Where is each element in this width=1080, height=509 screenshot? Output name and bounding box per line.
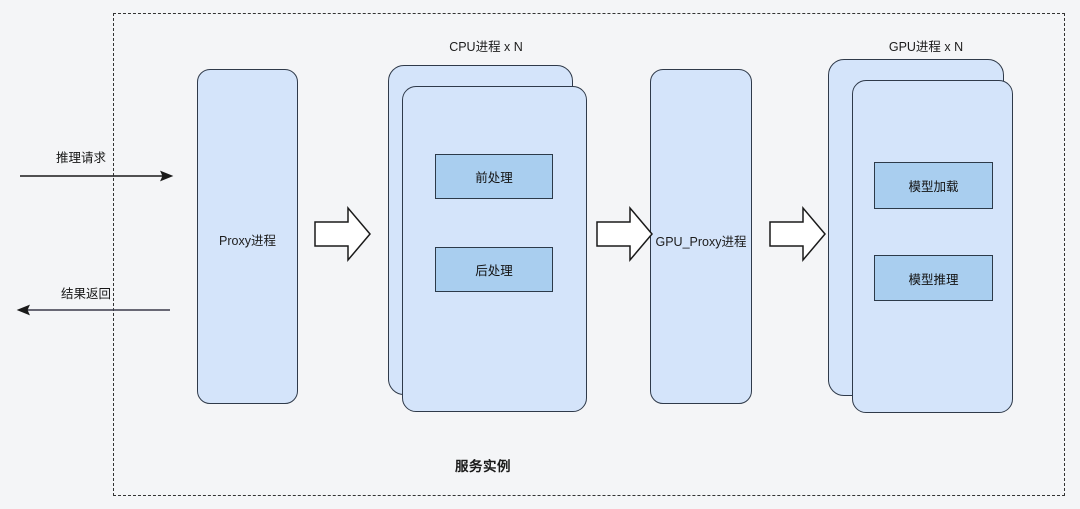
cpu-postprocess-box[interactable]: 后处理 xyxy=(435,247,553,292)
gpu-group-caption: GPU进程 x N xyxy=(888,40,964,54)
gpu-model-inference-box[interactable]: 模型推理 xyxy=(874,255,993,301)
cpu-preprocess-box[interactable]: 前处理 xyxy=(435,154,553,199)
service-instance-boundary xyxy=(113,13,1065,496)
cpu-group-caption: CPU进程 x N xyxy=(449,40,523,54)
gpu-model-load-box[interactable]: 模型加载 xyxy=(874,162,993,209)
gpu-proxy-process-label: GPU_Proxy进程 xyxy=(655,235,747,249)
proxy-process-card[interactable] xyxy=(197,69,298,404)
service-instance-label: 服务实例 xyxy=(455,459,511,474)
result-return-label: 结果返回 xyxy=(61,287,112,301)
inference-request-label: 推理请求 xyxy=(56,151,107,165)
gpu-proxy-process-card[interactable] xyxy=(650,69,752,404)
proxy-process-label: Proxy进程 xyxy=(219,234,276,248)
gpu-process-card-front[interactable] xyxy=(852,80,1013,413)
